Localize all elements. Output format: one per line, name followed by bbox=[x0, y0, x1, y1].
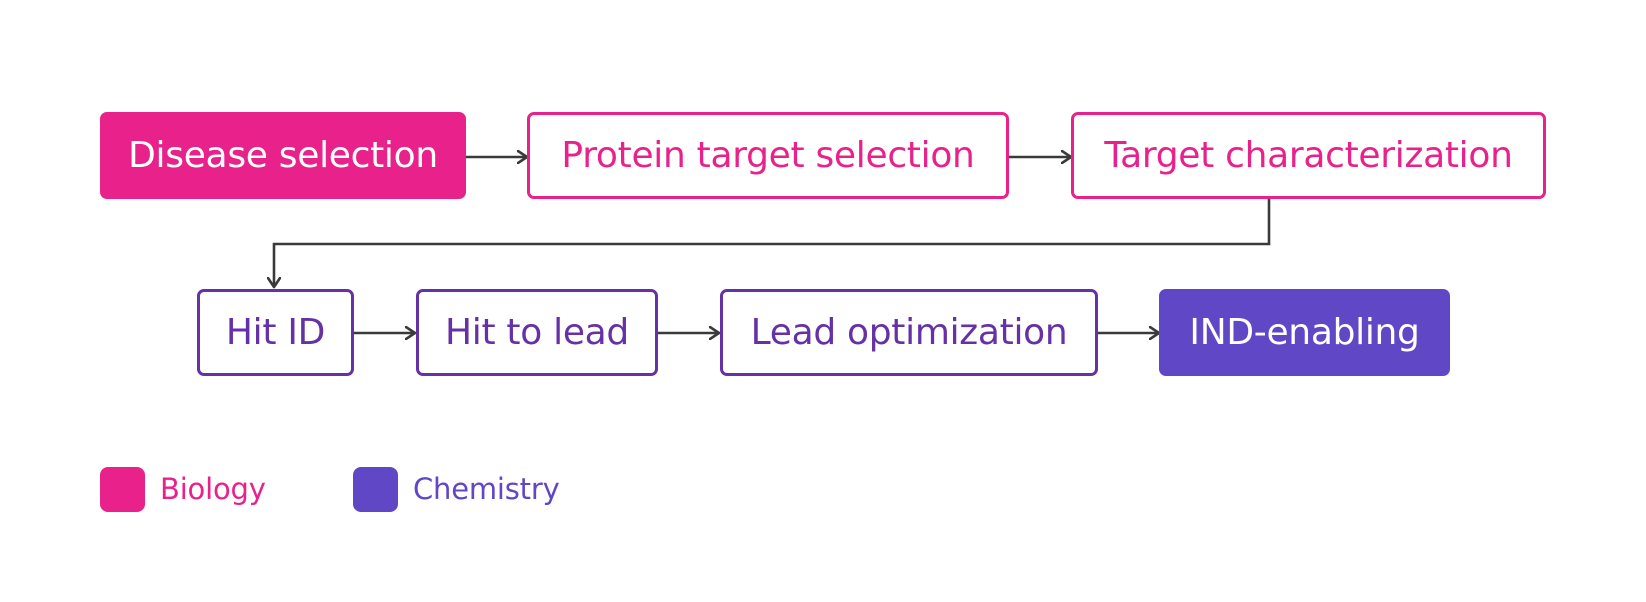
legend-label-chemistry: Chemistry bbox=[413, 472, 560, 506]
legend-item-biology: Biology bbox=[100, 466, 266, 512]
legend-swatch-chemistry bbox=[353, 466, 398, 512]
legend-swatch-biology bbox=[100, 466, 145, 512]
node-target-characterization: Target characterization bbox=[1071, 112, 1546, 199]
legend-label-biology: Biology bbox=[160, 472, 266, 506]
legend-item-chemistry: Chemistry bbox=[353, 466, 560, 512]
arrow-target-to-hitid bbox=[274, 198, 1271, 287]
node-hit-to-lead: Hit to lead bbox=[416, 289, 658, 376]
node-lead-optimization: Lead optimization bbox=[720, 289, 1098, 376]
node-disease-selection: Disease selection bbox=[100, 112, 466, 199]
node-protein-target-selection: Protein target selection bbox=[527, 112, 1009, 199]
node-ind-enabling: IND-enabling bbox=[1159, 289, 1450, 376]
node-hit-id: Hit ID bbox=[197, 289, 354, 376]
